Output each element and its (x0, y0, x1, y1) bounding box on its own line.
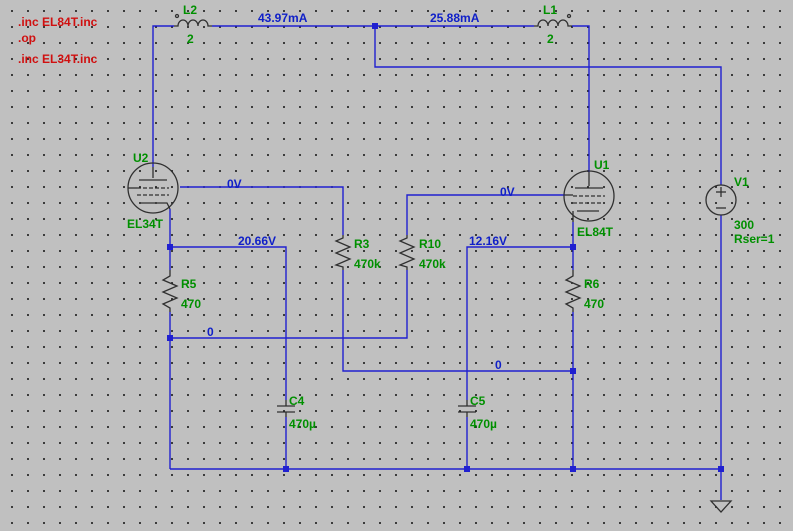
r10-name: R10 (419, 237, 441, 251)
voltage-left-return-readout: 0 (207, 325, 214, 339)
wire-supply-to-v1 (374, 26, 722, 185)
r3-value: 470k (354, 257, 381, 271)
wire-u2-plate-to-l2 (152, 25, 174, 167)
voltage-u2-cathode-readout: 20.66V (238, 234, 276, 248)
junction-c5-ground (464, 466, 470, 472)
l1-name: L1 (543, 3, 557, 17)
voltage-u1-cathode-readout: 12.16V (469, 234, 507, 248)
wire-u2-grid-to-r3 (180, 186, 344, 235)
u1-model: EL84T (577, 225, 614, 239)
r6-name: R6 (584, 277, 600, 291)
junction-u1-cathode (570, 244, 576, 250)
directive-inc-el84t[interactable]: .inc EL84T.inc (18, 15, 98, 29)
resistor-r3[interactable]: R3 470k (334, 235, 381, 271)
r5-name: R5 (181, 277, 197, 291)
junction-u2-cathode (167, 244, 173, 250)
junction-r6-ground (570, 466, 576, 472)
v1-value: 300 (734, 218, 754, 232)
junction-c4-ground (283, 466, 289, 472)
u2-name: U2 (133, 151, 149, 165)
u1-name: U1 (594, 158, 610, 172)
c4-name: C4 (289, 394, 305, 408)
op-annotations: 43.97mA 25.88mA 0V 0V 20.66V 12.16V 0 0 (207, 11, 515, 372)
wire-r10-to-left-return (170, 270, 408, 339)
voltage-u2-grid-readout: 0V (227, 177, 242, 191)
wire-r3-to-right-return (342, 270, 573, 372)
junction-right-return (570, 368, 576, 374)
r6-value: 470 (584, 297, 604, 311)
junctions (167, 23, 724, 472)
junction-v1-ground (718, 466, 724, 472)
voltage-u1-grid-readout: 0V (500, 185, 515, 199)
r5-value: 470 (181, 297, 201, 311)
capacitor-c4[interactable]: C4 470µ (277, 394, 316, 431)
r3-name: R3 (354, 237, 370, 251)
current-l1-readout: 25.88mA (430, 11, 480, 25)
ground-symbol[interactable] (709, 500, 733, 513)
voltage-source-v1[interactable]: V1 300 Rser=1 (705, 175, 775, 246)
r10-value: 470k (419, 257, 446, 271)
wire-l1-to-u1-plate (572, 25, 590, 172)
l1-value: 2 (547, 32, 554, 46)
resistor-r6[interactable]: R6 470 (564, 270, 604, 312)
c5-value: 470µ (470, 417, 497, 431)
voltage-right-return-readout: 0 (495, 358, 502, 372)
c5-name: C5 (470, 394, 486, 408)
resistor-r5[interactable]: R5 470 (161, 270, 201, 312)
polarity-dot (174, 13, 180, 19)
tube-u1[interactable]: U1 EL84T (563, 158, 615, 239)
l2-name: L2 (183, 3, 197, 17)
junction-left-return (167, 335, 173, 341)
wire-u1-grid-to-r10 (406, 194, 565, 235)
capacitor-c5[interactable]: C5 470µ (458, 394, 497, 431)
inductor-l1[interactable]: L1 2 (534, 3, 572, 46)
u2-model: EL34T (127, 217, 164, 231)
polarity-dot (566, 13, 572, 19)
tube-u2[interactable]: U2 EL34T (127, 151, 179, 231)
directive-inc-el34t[interactable]: .inc EL34T.inc (18, 52, 98, 66)
inductor-l2[interactable]: L2 2 (174, 3, 212, 46)
l2-value: 2 (187, 32, 194, 46)
v1-name: V1 (734, 175, 749, 189)
current-l2-readout: 43.97mA (258, 11, 308, 25)
junction-supply (372, 23, 378, 29)
wire-u1-cathode-to-c5 (466, 246, 573, 400)
resistor-r10[interactable]: R10 470k (398, 235, 446, 271)
wire-u2-cathode-to-c4 (170, 246, 287, 400)
v1-rser: Rser=1 (734, 232, 775, 246)
c4-value: 470µ (289, 417, 316, 431)
directive-op[interactable]: .op (18, 31, 36, 45)
